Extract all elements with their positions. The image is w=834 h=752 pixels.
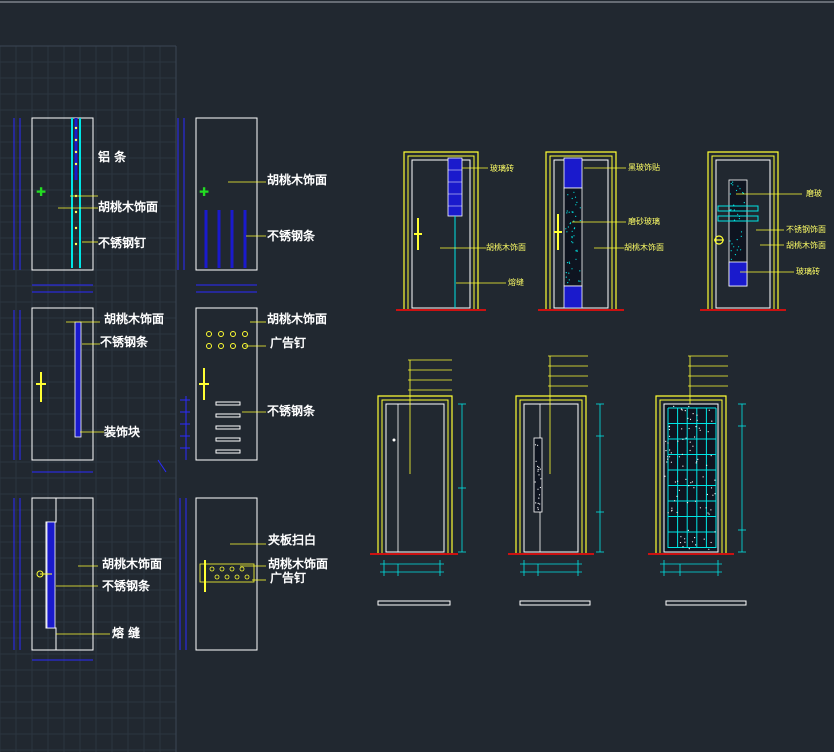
label-stainless-veneer: 不锈钢饰面 [786, 224, 826, 234]
label-walnut-veneer: 胡桃木饰面 [486, 242, 526, 252]
label-walnut-veneer: 胡桃木饰面 [786, 240, 826, 250]
label-walnut-veneer: 胡桃木饰面 [267, 311, 327, 326]
label-stainless-strip: 不锈钢条 [267, 228, 316, 243]
door-elevation-3 [13, 307, 104, 473]
label-weld-seam: 熔缝 [508, 277, 524, 287]
label-stainless-strip: 不锈钢条 [102, 578, 151, 593]
label-advertising-nail: 广告钉 [270, 335, 306, 350]
label-walnut-veneer: 胡桃木饰面 [104, 311, 164, 326]
door-elevation-4 [157, 307, 266, 473]
label-plywood-white: 夹板扫白 [268, 532, 316, 547]
label-stainless-strip: 不锈钢条 [267, 403, 316, 418]
background-grid [0, 45, 177, 752]
door-frame-bottom-2 [508, 355, 604, 606]
door-elevation-1: ✚ [13, 117, 98, 293]
door-elevation-5 [13, 497, 110, 661]
label-black-glass: 黑玻饰贴 [628, 162, 660, 172]
label-walnut-veneer: 胡桃木饰面 [102, 556, 162, 571]
label-frosted: 磨玻 [806, 188, 822, 198]
label-decorative-block: 装饰块 [103, 424, 141, 439]
label-glass-brick: 玻璃砖 [490, 163, 514, 173]
label-weld-seam: 熔 缝 [112, 625, 140, 640]
door-elevation-6 [179, 497, 266, 651]
label-advertising-nail: 广告钉 [270, 570, 306, 585]
label-walnut-veneer: 胡桃木饰面 [624, 242, 664, 252]
label-walnut-veneer: 胡桃木饰面 [267, 172, 327, 187]
label-walnut-veneer: 胡桃木饰面 [268, 556, 328, 571]
door-frame-top-1 [396, 151, 506, 311]
door-elevation-2: ✚ [177, 117, 266, 293]
label-glass-brick: 玻璃砖 [796, 266, 820, 276]
label-aluminum-strip: 铝 条 [98, 149, 127, 164]
label-frosted-glass: 磨砂玻璃 [628, 216, 660, 226]
door-frame-bottom-3 [648, 355, 747, 606]
door-frame-bottom-1 [370, 359, 466, 606]
label-walnut-veneer: 胡桃木饰面 [98, 199, 158, 214]
door-frame-top-3 [700, 151, 802, 311]
center-mark-icon: ✚ [36, 185, 46, 199]
label-stainless-nail: 不锈钢钉 [98, 235, 146, 250]
label-stainless-strip: 不锈钢条 [100, 334, 149, 349]
door-frame-top-2 [538, 151, 626, 311]
center-mark-icon: ✚ [199, 185, 209, 199]
